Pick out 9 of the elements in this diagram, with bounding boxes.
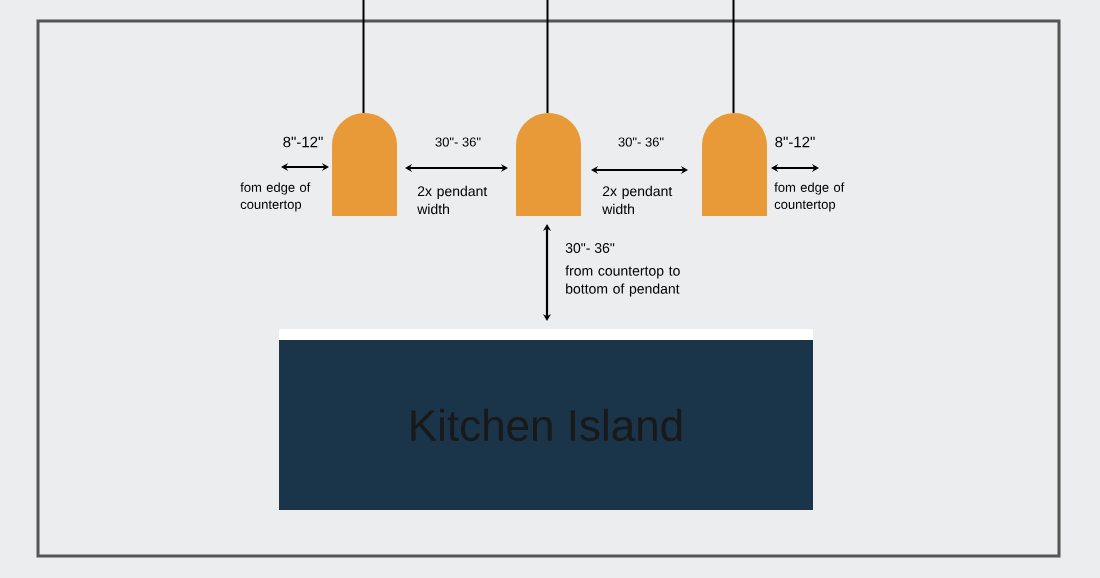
pendant-lamp [332, 0, 397, 216]
dimension-label: 30"- 36" [618, 137, 664, 147]
dimension-label: 30"- 36" [435, 137, 481, 147]
pendant-lamp [702, 0, 767, 216]
dimension-label: 2x pendant width [417, 185, 488, 215]
dimension-label: 2x pendant width [602, 185, 673, 215]
dimension-label: from countertop to bottom of pendant [565, 265, 680, 297]
pendant-lamp [516, 0, 581, 216]
dimension-label: fom edge of countertop [240, 182, 311, 212]
